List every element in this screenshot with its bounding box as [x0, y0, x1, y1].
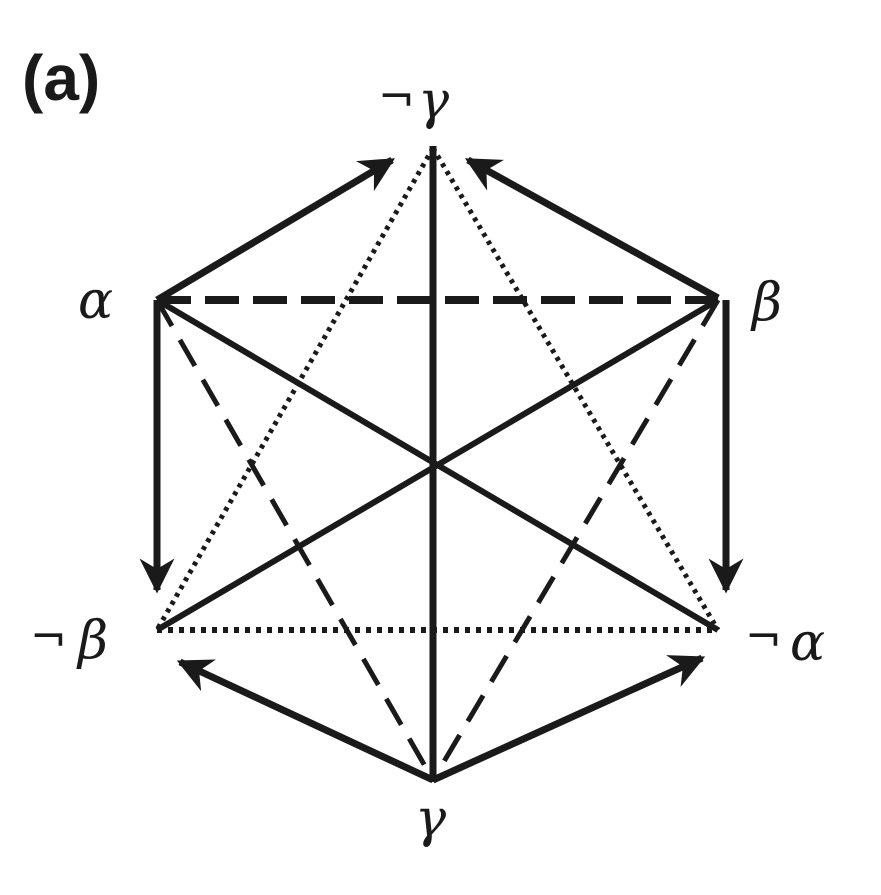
arrow-beta-notgamma	[464, 156, 720, 302]
panel-label: (a)	[22, 42, 100, 114]
node-alpha-label: α	[78, 271, 113, 331]
node-notbeta-neg: ¬	[30, 612, 67, 663]
line-notgamma-notalpha-dotted	[430, 146, 721, 632]
node-notgamma-label: γ	[418, 71, 450, 131]
line-beta-notbeta	[155, 297, 720, 633]
line-notgamma-notbeta-dotted	[154, 146, 436, 632]
node-notgamma-neg: ¬	[378, 72, 415, 123]
arrow-alpha-notgamma	[155, 156, 396, 304]
node-gamma-label: γ	[415, 789, 447, 849]
line-beta-gamma-dashed	[430, 298, 721, 782]
line-alpha-gamma-dashed	[154, 298, 436, 782]
node-notalpha-label: α	[790, 613, 825, 673]
node-notalpha-neg: ¬	[745, 612, 782, 663]
arrow-gamma-notbeta	[176, 658, 435, 784]
arrow-gamma-notalpha	[431, 654, 706, 784]
node-notbeta-label: β	[76, 611, 108, 671]
node-beta-label: β	[750, 273, 782, 333]
